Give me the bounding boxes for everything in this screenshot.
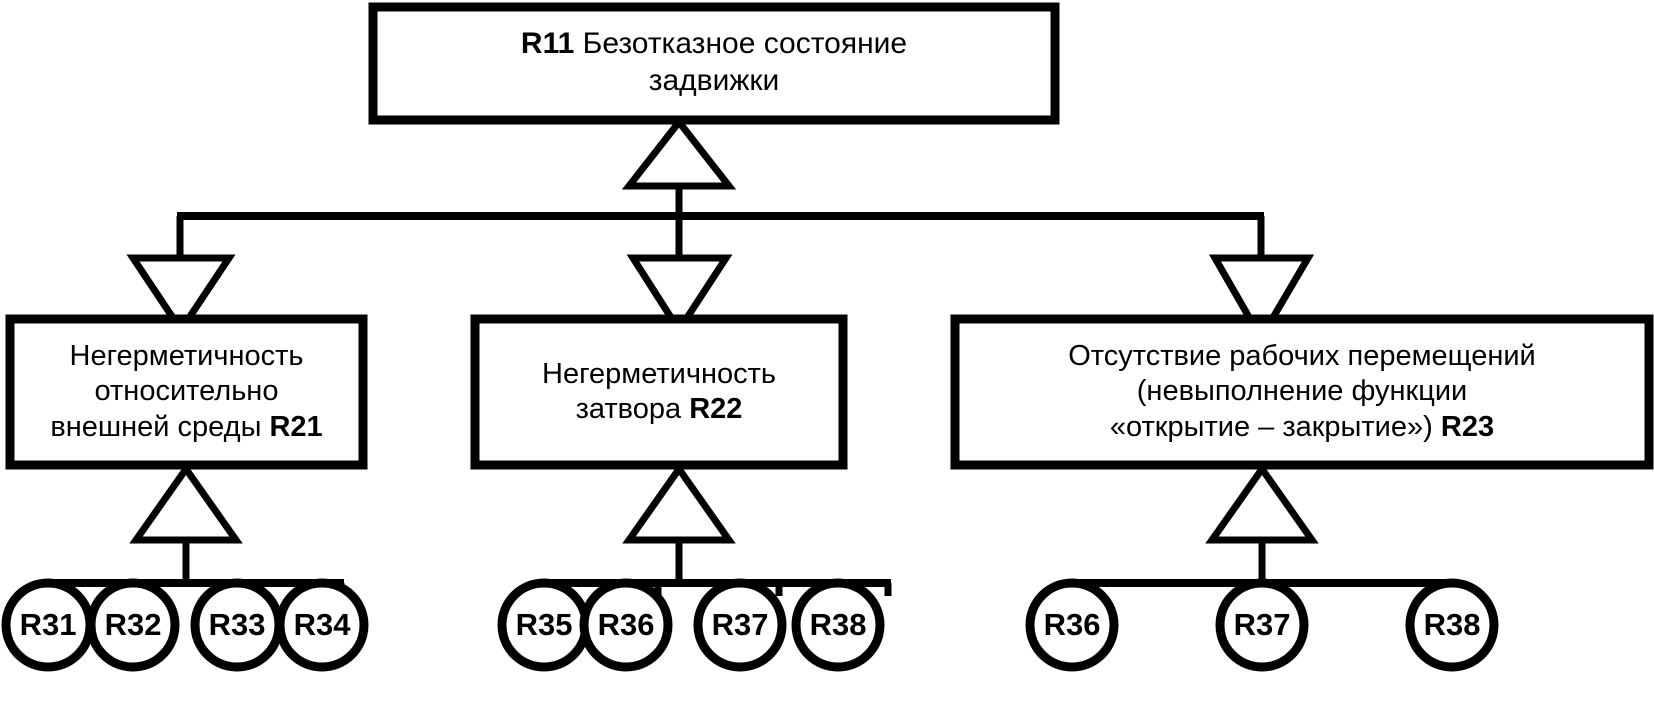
leaf-circle-R31[interactable] xyxy=(1,578,95,672)
leaf-circle-R37-right[interactable] xyxy=(1215,578,1309,672)
node-box-R22[interactable] xyxy=(470,314,848,470)
node-box-R11[interactable] xyxy=(368,2,1060,125)
triangle-down-gate-R23 xyxy=(1208,254,1315,345)
leaf-circle-R36-right[interactable] xyxy=(1025,578,1119,672)
triangle-down-gate-R22 xyxy=(626,254,733,337)
leaf-circle-R34[interactable] xyxy=(275,578,369,672)
triangle-up-gate-R23 xyxy=(1205,462,1319,544)
leaf-circle-R38-right[interactable] xyxy=(1405,578,1499,672)
triangle-up-gate-R21 xyxy=(129,462,243,544)
leaf-circle-R36-mid[interactable] xyxy=(579,578,673,672)
node-box-R23[interactable] xyxy=(950,314,1654,470)
triangle-up-gate-R22 xyxy=(622,462,736,544)
triangle-up-gate-top xyxy=(621,116,737,190)
triangle-down-gate-R21 xyxy=(126,254,236,337)
leaf-circle-R35[interactable] xyxy=(497,578,591,672)
leaf-circle-R37-mid[interactable] xyxy=(693,578,787,672)
node-box-R21[interactable] xyxy=(5,314,368,470)
leaf-circle-R32[interactable] xyxy=(86,578,180,672)
leaf-circle-R38-mid[interactable] xyxy=(791,578,885,672)
leaf-circle-R33[interactable] xyxy=(190,578,284,672)
